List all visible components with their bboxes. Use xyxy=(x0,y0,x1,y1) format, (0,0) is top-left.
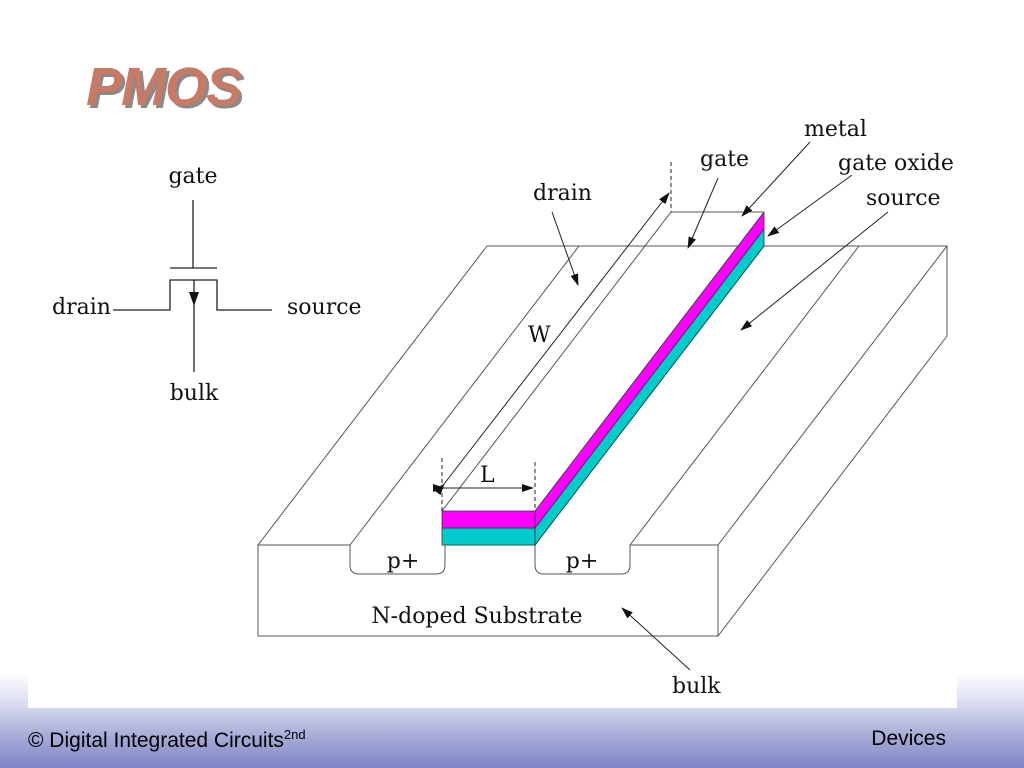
symbol-bulk-arrow-icon xyxy=(189,292,199,306)
symbol-drain-label: drain xyxy=(52,295,111,320)
p-plus-left-label: p+ xyxy=(387,549,420,574)
gate-label: gate xyxy=(700,147,749,172)
source-diffusion-edge-outer xyxy=(629,245,860,546)
gate-oxide-front xyxy=(441,527,536,546)
bulk-leader-arrow xyxy=(621,607,691,671)
substrate-label: N-doped Substrate xyxy=(371,604,582,629)
pmos-symbol xyxy=(113,200,272,372)
drain-label: drain xyxy=(533,181,592,206)
bulk-label: bulk xyxy=(672,674,721,699)
p-plus-right-label: p+ xyxy=(566,549,599,574)
gate-oxide-label: gate oxide xyxy=(838,151,954,176)
footer-edition-superscript: 2nd xyxy=(283,727,306,742)
substrate-side-face xyxy=(717,246,948,637)
source-leader-arrow xyxy=(740,211,889,331)
gate-oxide-leader-arrow xyxy=(767,174,853,237)
footer-copyright: © Digital Integrated Circuits2nd xyxy=(28,727,306,753)
gate-leader-arrow xyxy=(687,177,719,249)
footer-copyright-text: © Digital Integrated Circuits xyxy=(28,729,284,752)
length-label: L xyxy=(480,463,495,488)
drain-leader-arrow xyxy=(551,211,579,286)
symbol-gate-label: gate xyxy=(168,164,217,189)
symbol-bulk-label: bulk xyxy=(170,381,219,406)
symbol-source-label: source xyxy=(287,295,362,320)
footer-section: Devices xyxy=(871,727,946,750)
metal-label: metal xyxy=(804,117,867,142)
metal-leader-arrow xyxy=(741,141,811,217)
source-label: source xyxy=(866,186,941,211)
substrate-front-face xyxy=(257,544,719,637)
metal-front xyxy=(441,510,536,529)
leader-arrows xyxy=(551,141,889,671)
gate-stack xyxy=(441,210,765,547)
dimensions xyxy=(433,162,672,511)
substrate-top-outline xyxy=(257,245,949,546)
width-label: W xyxy=(528,323,551,348)
w-dimension-line xyxy=(434,192,670,496)
gate-oxide-diagonal xyxy=(534,227,765,547)
slide-title: PMOS xyxy=(86,57,242,117)
